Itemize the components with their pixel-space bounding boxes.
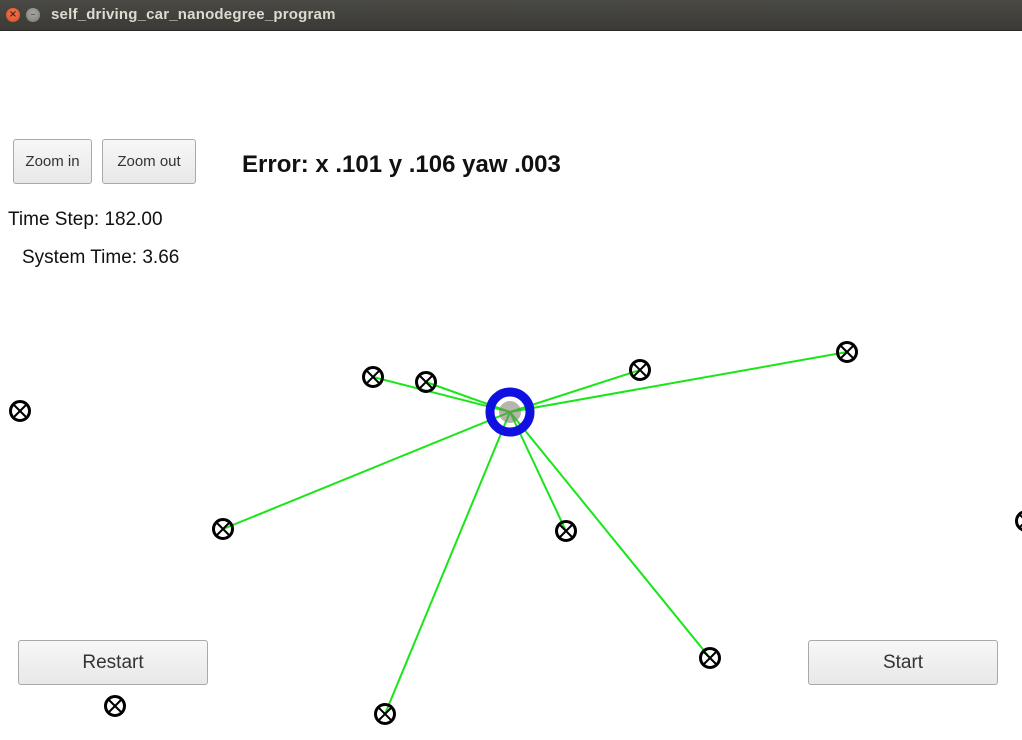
landmark-marker-icon — [104, 695, 126, 717]
landmark-marker-icon — [629, 359, 651, 381]
observation-line — [509, 351, 848, 413]
landmark-marker-icon — [699, 647, 721, 669]
simulation-canvas — [9, 341, 1022, 725]
zoom-in-button[interactable]: Zoom in — [13, 139, 92, 184]
landmark-marker-icon — [362, 366, 384, 388]
landmark-marker-icon — [1015, 510, 1022, 532]
system-time-readout: System Time: 3.66 — [22, 247, 180, 268]
observation-line — [509, 411, 711, 659]
landmark-marker-icon — [212, 518, 234, 540]
observation-line — [425, 381, 511, 413]
landmark-marker-icon — [555, 520, 577, 542]
time-step-readout: Time Step: 182.00 — [8, 209, 163, 230]
observation-line — [384, 411, 511, 715]
landmarks — [9, 341, 1022, 725]
error-readout: Error: x .101 y .106 yaw .003 — [242, 151, 561, 178]
landmark-marker-icon — [836, 341, 858, 363]
zoom-out-button[interactable]: Zoom out — [102, 139, 196, 184]
landmark-marker-icon — [374, 703, 396, 725]
landmark-marker-icon — [415, 371, 437, 393]
start-button[interactable]: Start — [808, 640, 998, 685]
minimize-icon[interactable]: – — [26, 8, 40, 22]
window-title: self_driving_car_nanodegree_program — [51, 6, 336, 23]
observation-lines — [222, 351, 848, 715]
close-icon[interactable]: × — [6, 8, 20, 22]
observation-line — [222, 411, 511, 530]
vehicle-icon — [485, 387, 535, 437]
window-titlebar: × – self_driving_car_nanodegree_program — [0, 0, 1022, 31]
landmark-marker-icon — [9, 400, 31, 422]
restart-button[interactable]: Restart — [18, 640, 208, 685]
